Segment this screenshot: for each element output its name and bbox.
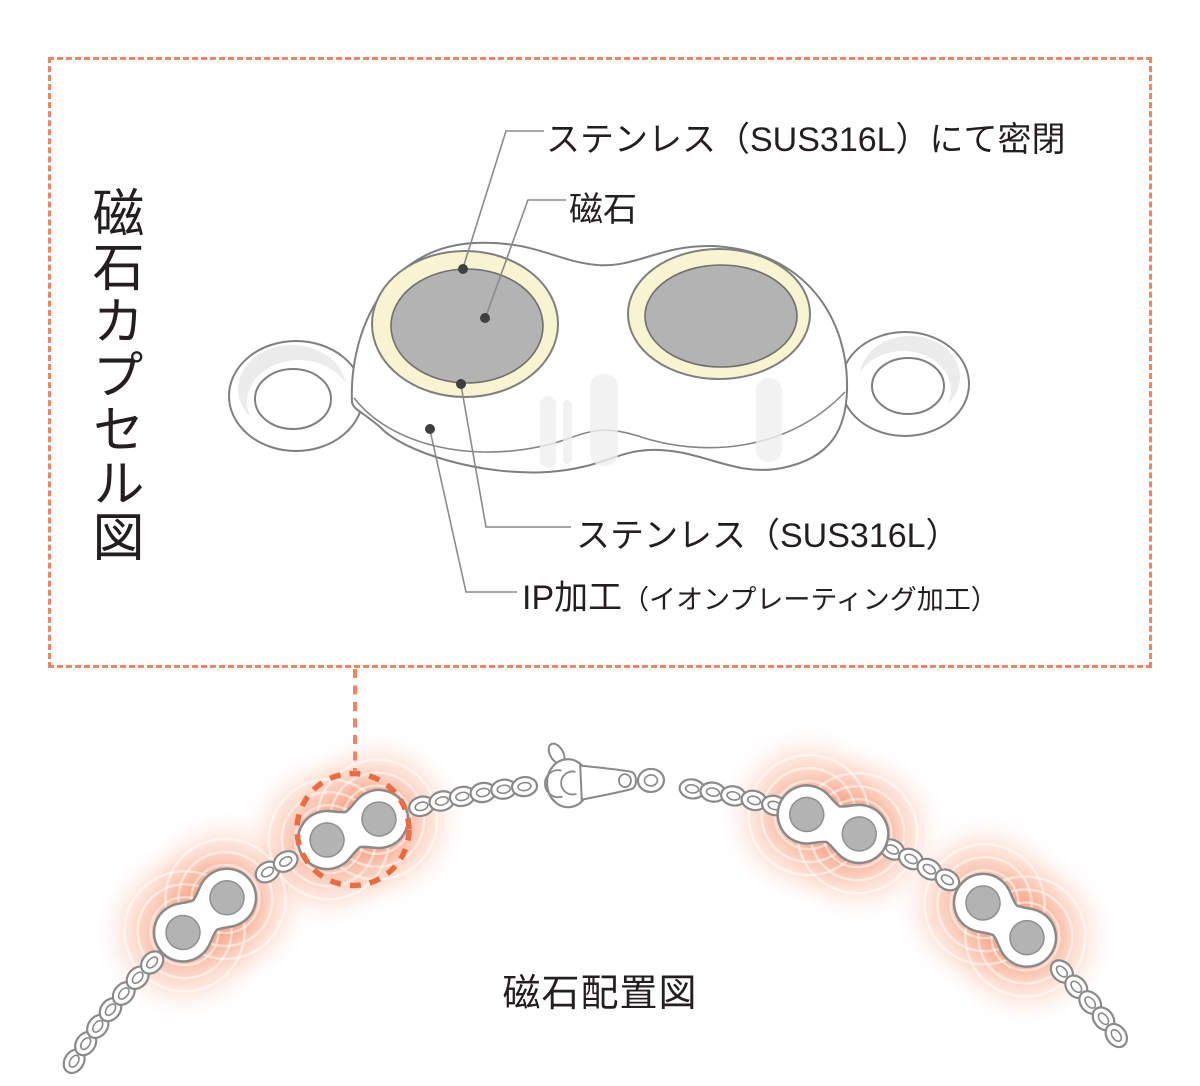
chain-link [428,790,456,812]
chain-link [879,838,906,861]
chain-link [510,775,539,798]
chain-link [897,847,925,871]
clasp-arm [579,764,637,801]
chain-link [720,785,747,807]
chain-link [678,778,706,800]
chain-link [1104,1022,1129,1049]
magnet-capsule [296,788,410,871]
callout-label-seal: ステンレス（SUS316L）にて密閉 [546,121,1066,159]
clasp-head [545,758,591,809]
chain-link [254,860,281,884]
clasp-trigger [547,742,566,765]
chain-link [272,850,299,873]
highlight-circle [294,770,412,889]
capsule-section-title: 磁石カプセル図 [84,186,143,564]
chain-link [74,1030,98,1057]
magnet-capsule [152,867,258,963]
capsule-section-frame [48,57,1152,668]
chain-links-layer [62,775,1129,1075]
magnet-capsule [776,784,890,865]
chain-path [70,782,1128,1068]
chain-link [916,857,943,881]
callout-label-ip-sub: （イオンプレーティング加工） [622,585,998,615]
callout-label-ip: IP加工（イオンプレーティング加工） [522,570,998,619]
chain-link [448,785,476,808]
chain-link [934,868,961,892]
chain-link [740,789,768,812]
chain-link [490,778,518,800]
callout-label-ip-main: IP加工 [522,579,623,617]
chain-link [408,795,435,818]
magnet-capsule [952,872,1058,968]
chain-capsules-layer [152,784,1058,968]
clasp-end-ring-hole [643,774,659,787]
chain-link [62,1048,86,1075]
callout-label-magnet: 磁石 [569,191,637,229]
magnet-wave-rings-layer [123,753,1087,998]
clasp-end-ring [636,767,666,794]
clasp-arm-hole [618,773,632,789]
chain-link [469,781,497,804]
clasp-inner-arc [560,770,577,796]
clasp [543,742,666,809]
placement-caption: 磁石配置図 [502,973,698,1015]
callout-label-stainless: ステンレス（SUS316L） [576,517,960,555]
chain-link [699,781,727,803]
clasp-inner-arc [543,769,563,798]
chain-link [760,794,788,817]
